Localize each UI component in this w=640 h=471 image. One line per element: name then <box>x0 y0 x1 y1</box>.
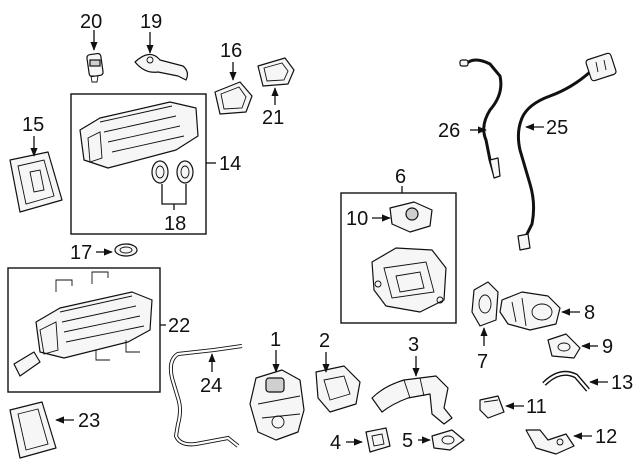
callout-3: 3 <box>408 334 419 356</box>
callout-6: 6 <box>395 166 406 188</box>
part-3-pipe[interactable] <box>371 375 453 425</box>
part-12-bracket[interactable] <box>525 429 575 455</box>
part-11-clip[interactable] <box>479 395 505 419</box>
callout-25: 25 <box>546 117 568 139</box>
part-2-egr-valve[interactable] <box>315 365 361 413</box>
part-25-sensor-harness[interactable] <box>516 52 617 251</box>
part-16-gasket[interactable] <box>214 81 253 115</box>
part-21-gasket[interactable] <box>257 57 295 87</box>
callout-19: 19 <box>140 11 162 33</box>
callout-13: 13 <box>611 372 633 394</box>
callout-7: 7 <box>477 351 488 373</box>
part-26-sensor-harness[interactable] <box>459 58 503 179</box>
part-13-hose[interactable] <box>542 370 590 392</box>
part-22-egr-cooler-assembly[interactable] <box>13 271 153 377</box>
callout-9: 9 <box>602 336 613 358</box>
part-14-egr-cooler[interactable] <box>79 101 199 169</box>
part-19-bracket[interactable] <box>134 53 189 81</box>
callout-20: 20 <box>80 11 102 33</box>
callout-17: 17 <box>70 242 92 264</box>
group-box-14 <box>70 93 207 235</box>
callout-21: 21 <box>262 107 284 129</box>
group-box-6 <box>340 192 457 324</box>
part-24-tube[interactable] <box>168 344 243 448</box>
part-9-gasket[interactable] <box>547 333 581 359</box>
callout-14: 14 <box>219 153 241 175</box>
callout-23: 23 <box>78 410 100 432</box>
part-8-valve[interactable] <box>499 291 561 331</box>
part-1-egr-valve[interactable] <box>249 369 305 441</box>
part-4-gasket[interactable] <box>365 427 391 453</box>
part-6-egr-valve-assembly[interactable] <box>371 247 447 313</box>
part-23-cover[interactable] <box>9 401 57 459</box>
callout-22: 22 <box>168 315 190 337</box>
callout-18: 18 <box>164 213 186 235</box>
callout-16: 16 <box>220 40 242 62</box>
leader-18 <box>161 184 187 210</box>
callout-5: 5 <box>402 430 413 452</box>
part-17-oring[interactable] <box>114 243 138 257</box>
part-18-gaskets[interactable] <box>151 160 194 184</box>
part-15-cover[interactable] <box>9 151 63 213</box>
callout-12: 12 <box>595 426 617 448</box>
part-7-gasket[interactable] <box>471 281 499 327</box>
callout-4: 4 <box>330 432 341 454</box>
part-10-actuator[interactable] <box>389 201 433 233</box>
callout-26: 26 <box>438 120 460 142</box>
callout-11: 11 <box>526 396 547 418</box>
callout-10: 10 <box>346 208 368 230</box>
part-20-sensor[interactable] <box>86 52 104 83</box>
group-box-22 <box>7 267 161 393</box>
part-5-gasket[interactable] <box>431 429 465 451</box>
callout-8: 8 <box>584 302 595 324</box>
callout-2: 2 <box>319 330 330 352</box>
callout-15: 15 <box>22 114 44 136</box>
callout-24: 24 <box>200 375 222 397</box>
callout-1: 1 <box>270 329 281 351</box>
